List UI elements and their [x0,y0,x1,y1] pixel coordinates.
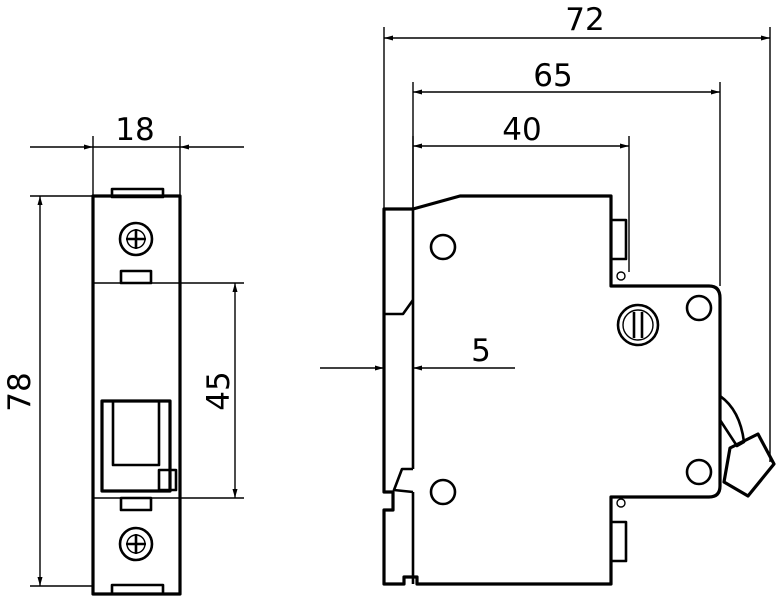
upper-terminal-tab [609,218,628,261]
rivet-top-right-icon [685,294,713,322]
label-72: 72 [565,2,604,38]
rail-clip-upper [384,299,415,316]
label-40: 40 [502,112,541,148]
dim-depth-72: 72 [383,2,771,462]
label-5: 5 [471,333,491,369]
side-body-outline [382,194,722,586]
upper-pin [616,271,626,281]
lower-pin [616,498,626,508]
label-45: 45 [201,371,237,410]
top-rail-clip [110,187,165,199]
toggle-lever-side [718,394,776,498]
rail-clip-lower [392,467,414,494]
rivet-bottom-left-icon [429,478,457,506]
side-view: 72 65 40 5 [320,2,776,586]
toggle-handle-front [100,399,178,493]
dim-offset-5: 5 [320,314,515,380]
upper-terminal-window [119,269,153,285]
dim-height-78: 78 [2,195,93,587]
dim-depth-40: 40 [412,112,630,272]
rivet-bottom-right-icon [685,458,713,486]
rivet-top-left-icon [429,233,457,261]
upper-screw-icon [118,221,154,257]
side-screw-icon [616,303,660,347]
bottom-rail-clip [110,583,165,596]
front-view: 18 78 45 [2,112,244,596]
dim-width-18: 18 [30,112,244,196]
label-65: 65 [533,58,572,94]
lower-terminal-tab [609,520,628,563]
label-18: 18 [115,112,154,148]
lower-screw-icon [118,526,154,562]
dim-depth-65: 65 [412,58,721,286]
label-78: 78 [2,372,38,411]
lower-terminal-window [119,496,153,512]
dim-height-45: 45 [180,282,244,499]
